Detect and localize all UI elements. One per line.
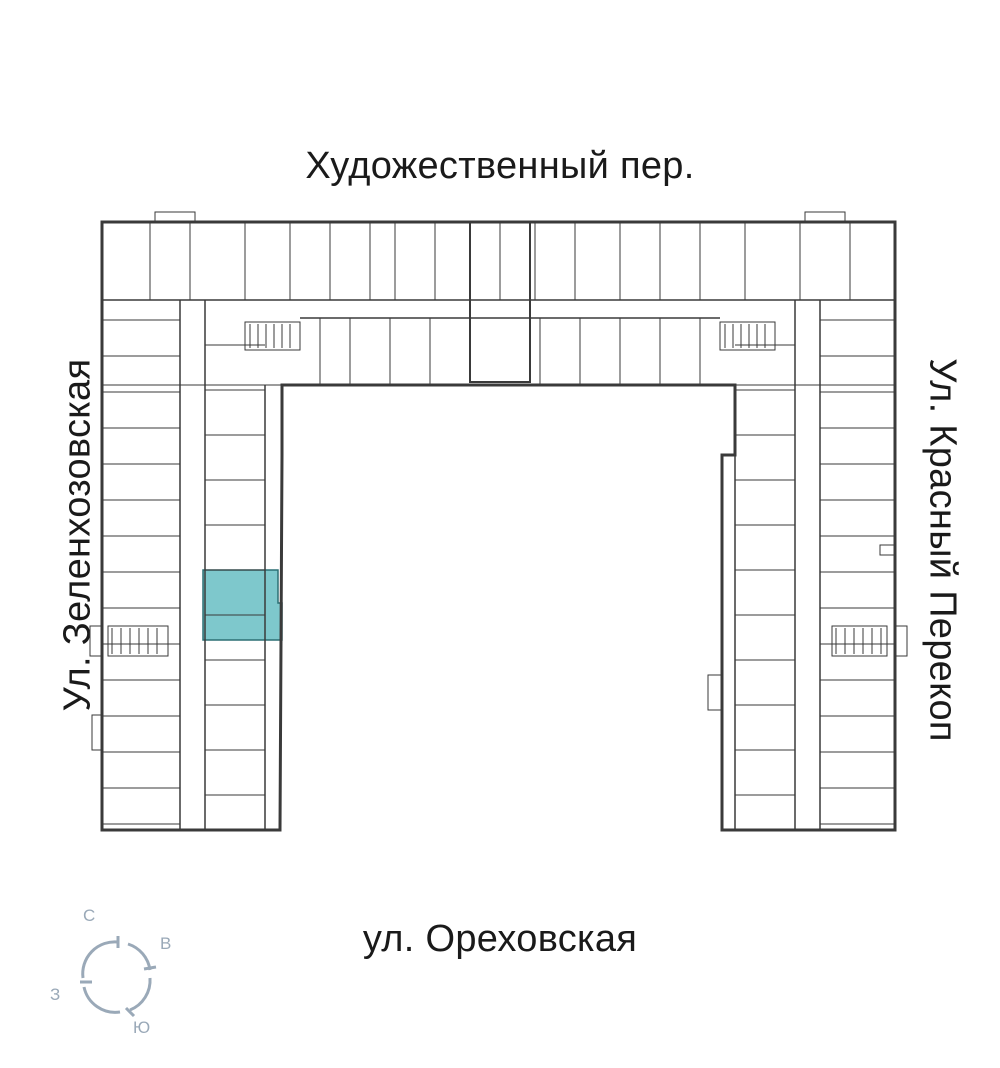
compass-east: В [160,934,172,953]
balcony [154,211,196,223]
compass-south: Ю [133,1018,151,1037]
balcony [89,625,103,657]
street-label-top: Художественный пер. [305,145,695,187]
balcony [879,544,896,556]
stair-left [244,321,301,351]
central-core [469,221,531,383]
compass-west: З [50,985,61,1004]
balcony [707,674,723,711]
building-outline [100,220,897,832]
balcony [91,714,103,751]
stair-right [719,321,776,351]
stair-right-wing [831,625,888,657]
street-label-bottom: ул. Ореховская [362,918,638,960]
highlighted-apartment [202,569,283,641]
compass-ring-icon [80,936,157,1018]
balcony [804,211,846,223]
compass-north: С [83,906,96,925]
stair-left-wing [107,625,169,657]
top-wing [101,221,896,386]
balcony [894,625,908,657]
